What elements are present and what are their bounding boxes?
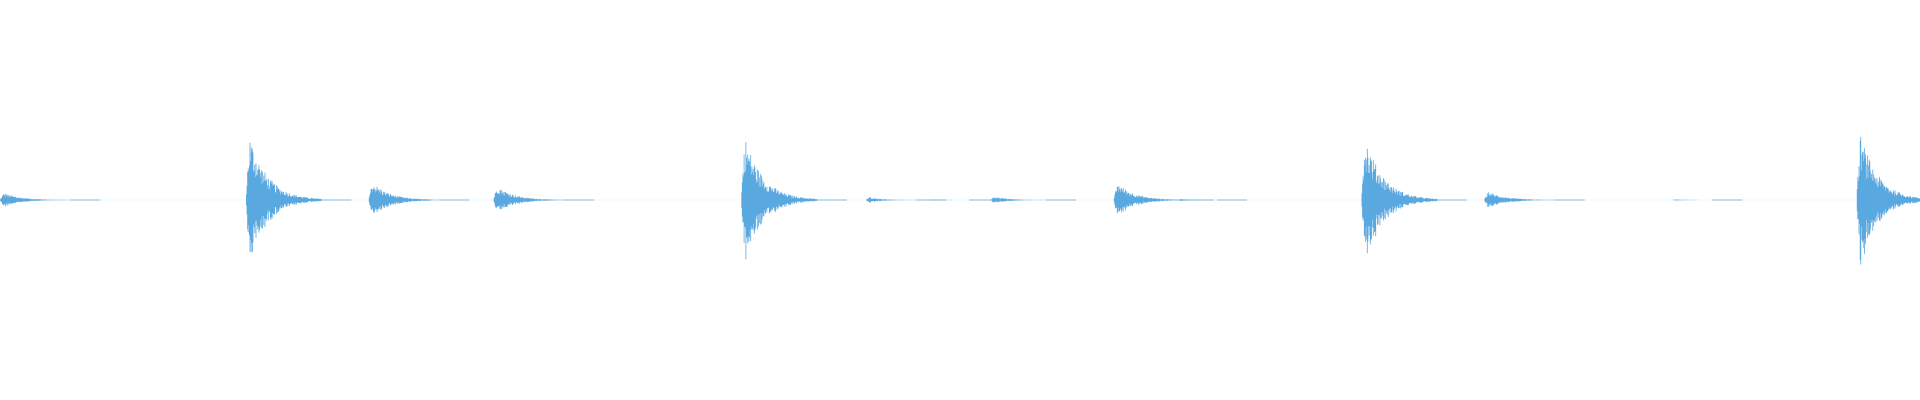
waveform-channel xyxy=(0,136,1920,265)
waveform-burst-11 xyxy=(1484,192,1585,207)
waveform-burst-2 xyxy=(368,186,470,214)
waveform-burst-7 xyxy=(990,197,1076,203)
waveform-burst-0 xyxy=(0,193,101,207)
waveform-burst-13 xyxy=(1856,136,1920,265)
waveform-burst-5 xyxy=(866,197,947,203)
waveform-burst-4 xyxy=(741,142,847,260)
waveform-burst-1 xyxy=(246,142,352,253)
waveform-burst-10 xyxy=(1361,148,1467,254)
waveform-burst-8 xyxy=(1113,186,1215,214)
waveform-burst-3 xyxy=(493,189,594,210)
